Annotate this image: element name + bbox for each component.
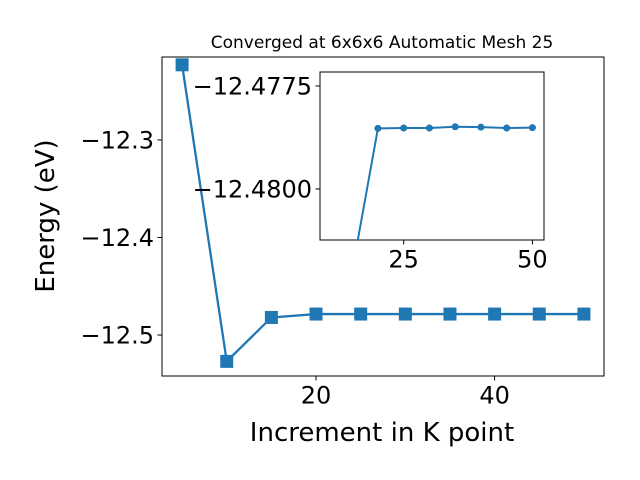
data-point-marker xyxy=(425,124,433,132)
data-point-marker xyxy=(175,58,189,72)
main-series xyxy=(175,58,591,368)
chart-title: Converged at 6x6x6 Automatic Mesh 25 xyxy=(211,33,554,53)
y-tick-label: −12.4 xyxy=(80,224,154,252)
data-point-marker xyxy=(354,307,368,321)
series-line xyxy=(180,64,584,363)
inset-ticks: 25 50 −12.4800 −12.4775 xyxy=(193,72,548,273)
x-axis-label: Increment in K point xyxy=(250,418,514,448)
y-tick-label: −12.3 xyxy=(80,126,154,154)
data-point-marker xyxy=(443,307,457,321)
data-point-marker xyxy=(398,307,412,321)
y-tick-label: −12.5 xyxy=(80,321,154,349)
main-ticks: 20 40 −12.3 −12.4 −12.5 xyxy=(80,126,509,409)
data-point-marker xyxy=(374,124,382,132)
data-point-marker xyxy=(309,307,323,321)
x-tick-label: 25 xyxy=(388,245,419,273)
y-axis-label: Energy (eV) xyxy=(31,139,61,292)
inset-series xyxy=(356,123,536,240)
x-tick-label: 40 xyxy=(479,381,510,409)
data-point-marker xyxy=(532,307,546,321)
x-tick-label: 20 xyxy=(301,381,332,409)
data-point-marker xyxy=(264,310,278,324)
x-tick-label: 50 xyxy=(517,245,548,273)
data-point-marker xyxy=(528,124,536,132)
data-point-marker xyxy=(488,307,502,321)
inset-plot-area xyxy=(319,71,545,241)
data-point-marker xyxy=(503,124,511,132)
data-point-marker xyxy=(477,123,485,131)
data-point-marker xyxy=(400,124,408,132)
data-point-marker xyxy=(577,307,591,321)
y-tick-label: −12.4800 xyxy=(193,175,312,203)
y-tick-label: −12.4775 xyxy=(193,72,312,100)
series-line xyxy=(356,125,533,240)
data-point-marker xyxy=(220,354,234,368)
data-point-marker xyxy=(451,123,459,131)
